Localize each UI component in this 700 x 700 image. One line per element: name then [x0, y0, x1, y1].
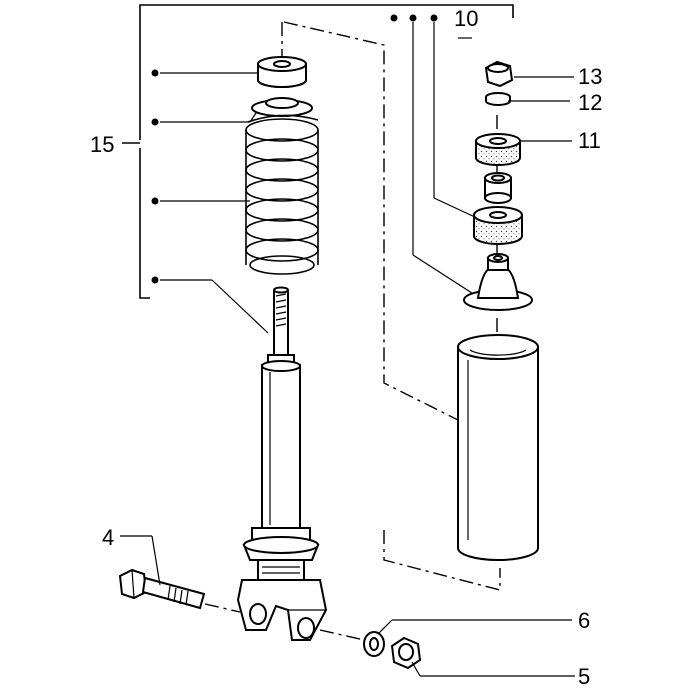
rubber-bush-11-lower [473, 206, 523, 245]
rubber-bush-11-upper [475, 133, 521, 166]
top-leader-dots [390, 14, 478, 296]
nut-5 [390, 636, 422, 670]
damper-body [242, 360, 320, 581]
right-leaders [120, 76, 575, 677]
dust-cover-tube [457, 334, 539, 561]
lower-clevis [236, 579, 328, 641]
label-5: 5 [578, 664, 590, 689]
bolt-4 [118, 568, 206, 610]
washer-12 [485, 92, 511, 106]
label-12: 12 [578, 90, 602, 115]
label-6: 6 [578, 608, 590, 633]
upper-spring-seat [257, 56, 307, 88]
upper-mount-cap [463, 253, 533, 311]
washer-6 [363, 631, 385, 657]
nut-13 [484, 60, 514, 88]
spacer-sleeve [484, 172, 512, 204]
group-15-leaders [151, 69, 269, 334]
group-15-bracket [122, 4, 514, 299]
label-15: 15 [90, 132, 114, 157]
label-4: 4 [102, 525, 114, 550]
label-11: 11 [578, 128, 601, 153]
label-10: 10 [454, 6, 478, 31]
label-13: 13 [578, 64, 602, 89]
coil-spring [245, 97, 319, 275]
damper-rod [267, 286, 295, 368]
